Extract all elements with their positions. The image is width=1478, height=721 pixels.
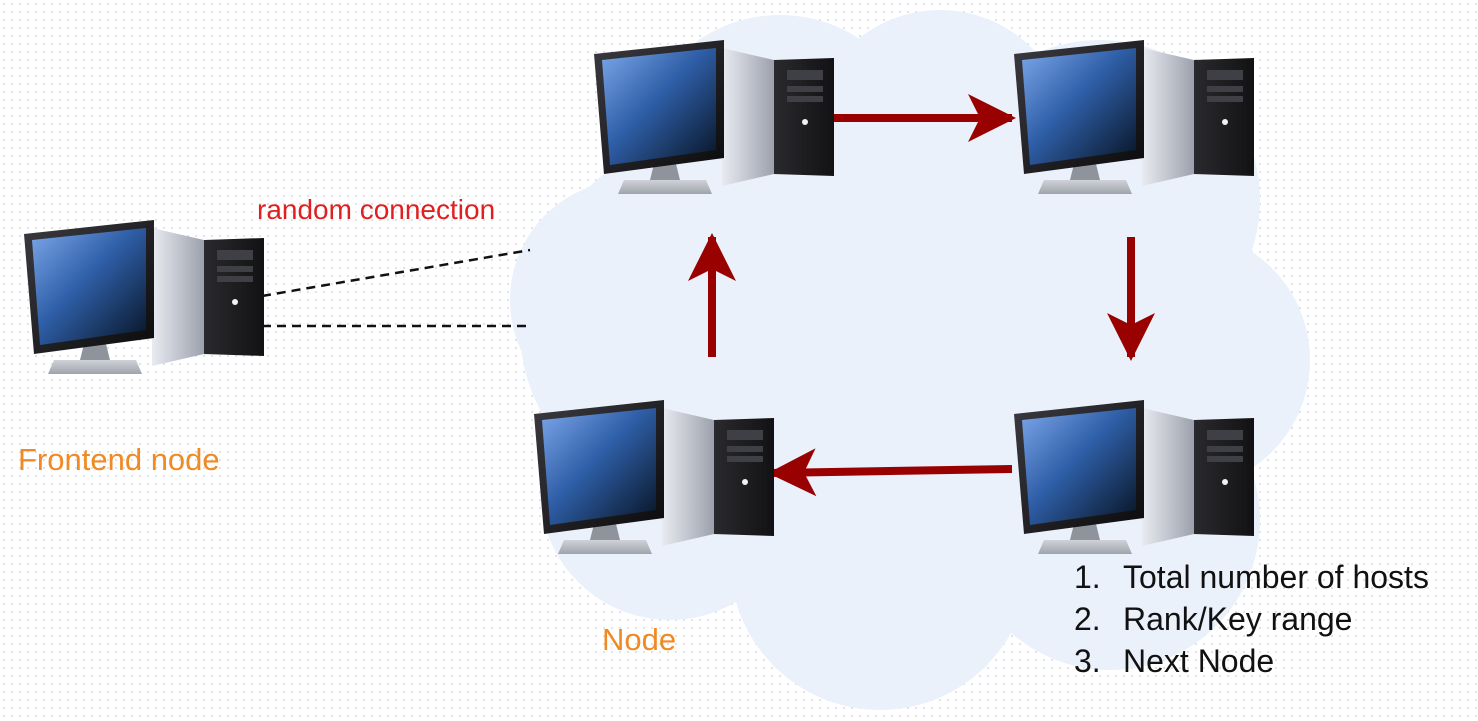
list-item: 3. Next Node [1074, 640, 1429, 682]
random-connection-line-1 [261, 248, 531, 298]
node-info-list: 1. Total number of hosts 2. Rank/Key range… [1074, 556, 1429, 682]
list-item: 1. Total number of hosts [1074, 556, 1429, 598]
list-item-text: Next Node [1123, 643, 1275, 679]
list-item: 2. Rank/Key range [1074, 598, 1429, 640]
arrow-bottom-right-to-bottom-left [768, 448, 1013, 497]
frontend-node-label: Frontend node [18, 442, 220, 477]
list-item-number: 2. [1074, 601, 1101, 637]
list-item-text: Rank/Key range [1123, 601, 1353, 637]
desktop-computer-icon [24, 220, 264, 374]
random-connection-label: random connection [257, 194, 496, 225]
list-item-number: 3. [1074, 643, 1101, 679]
node-label: Node [602, 622, 677, 657]
list-item-text: Total number of hosts [1123, 559, 1429, 595]
list-item-number: 1. [1074, 559, 1101, 595]
